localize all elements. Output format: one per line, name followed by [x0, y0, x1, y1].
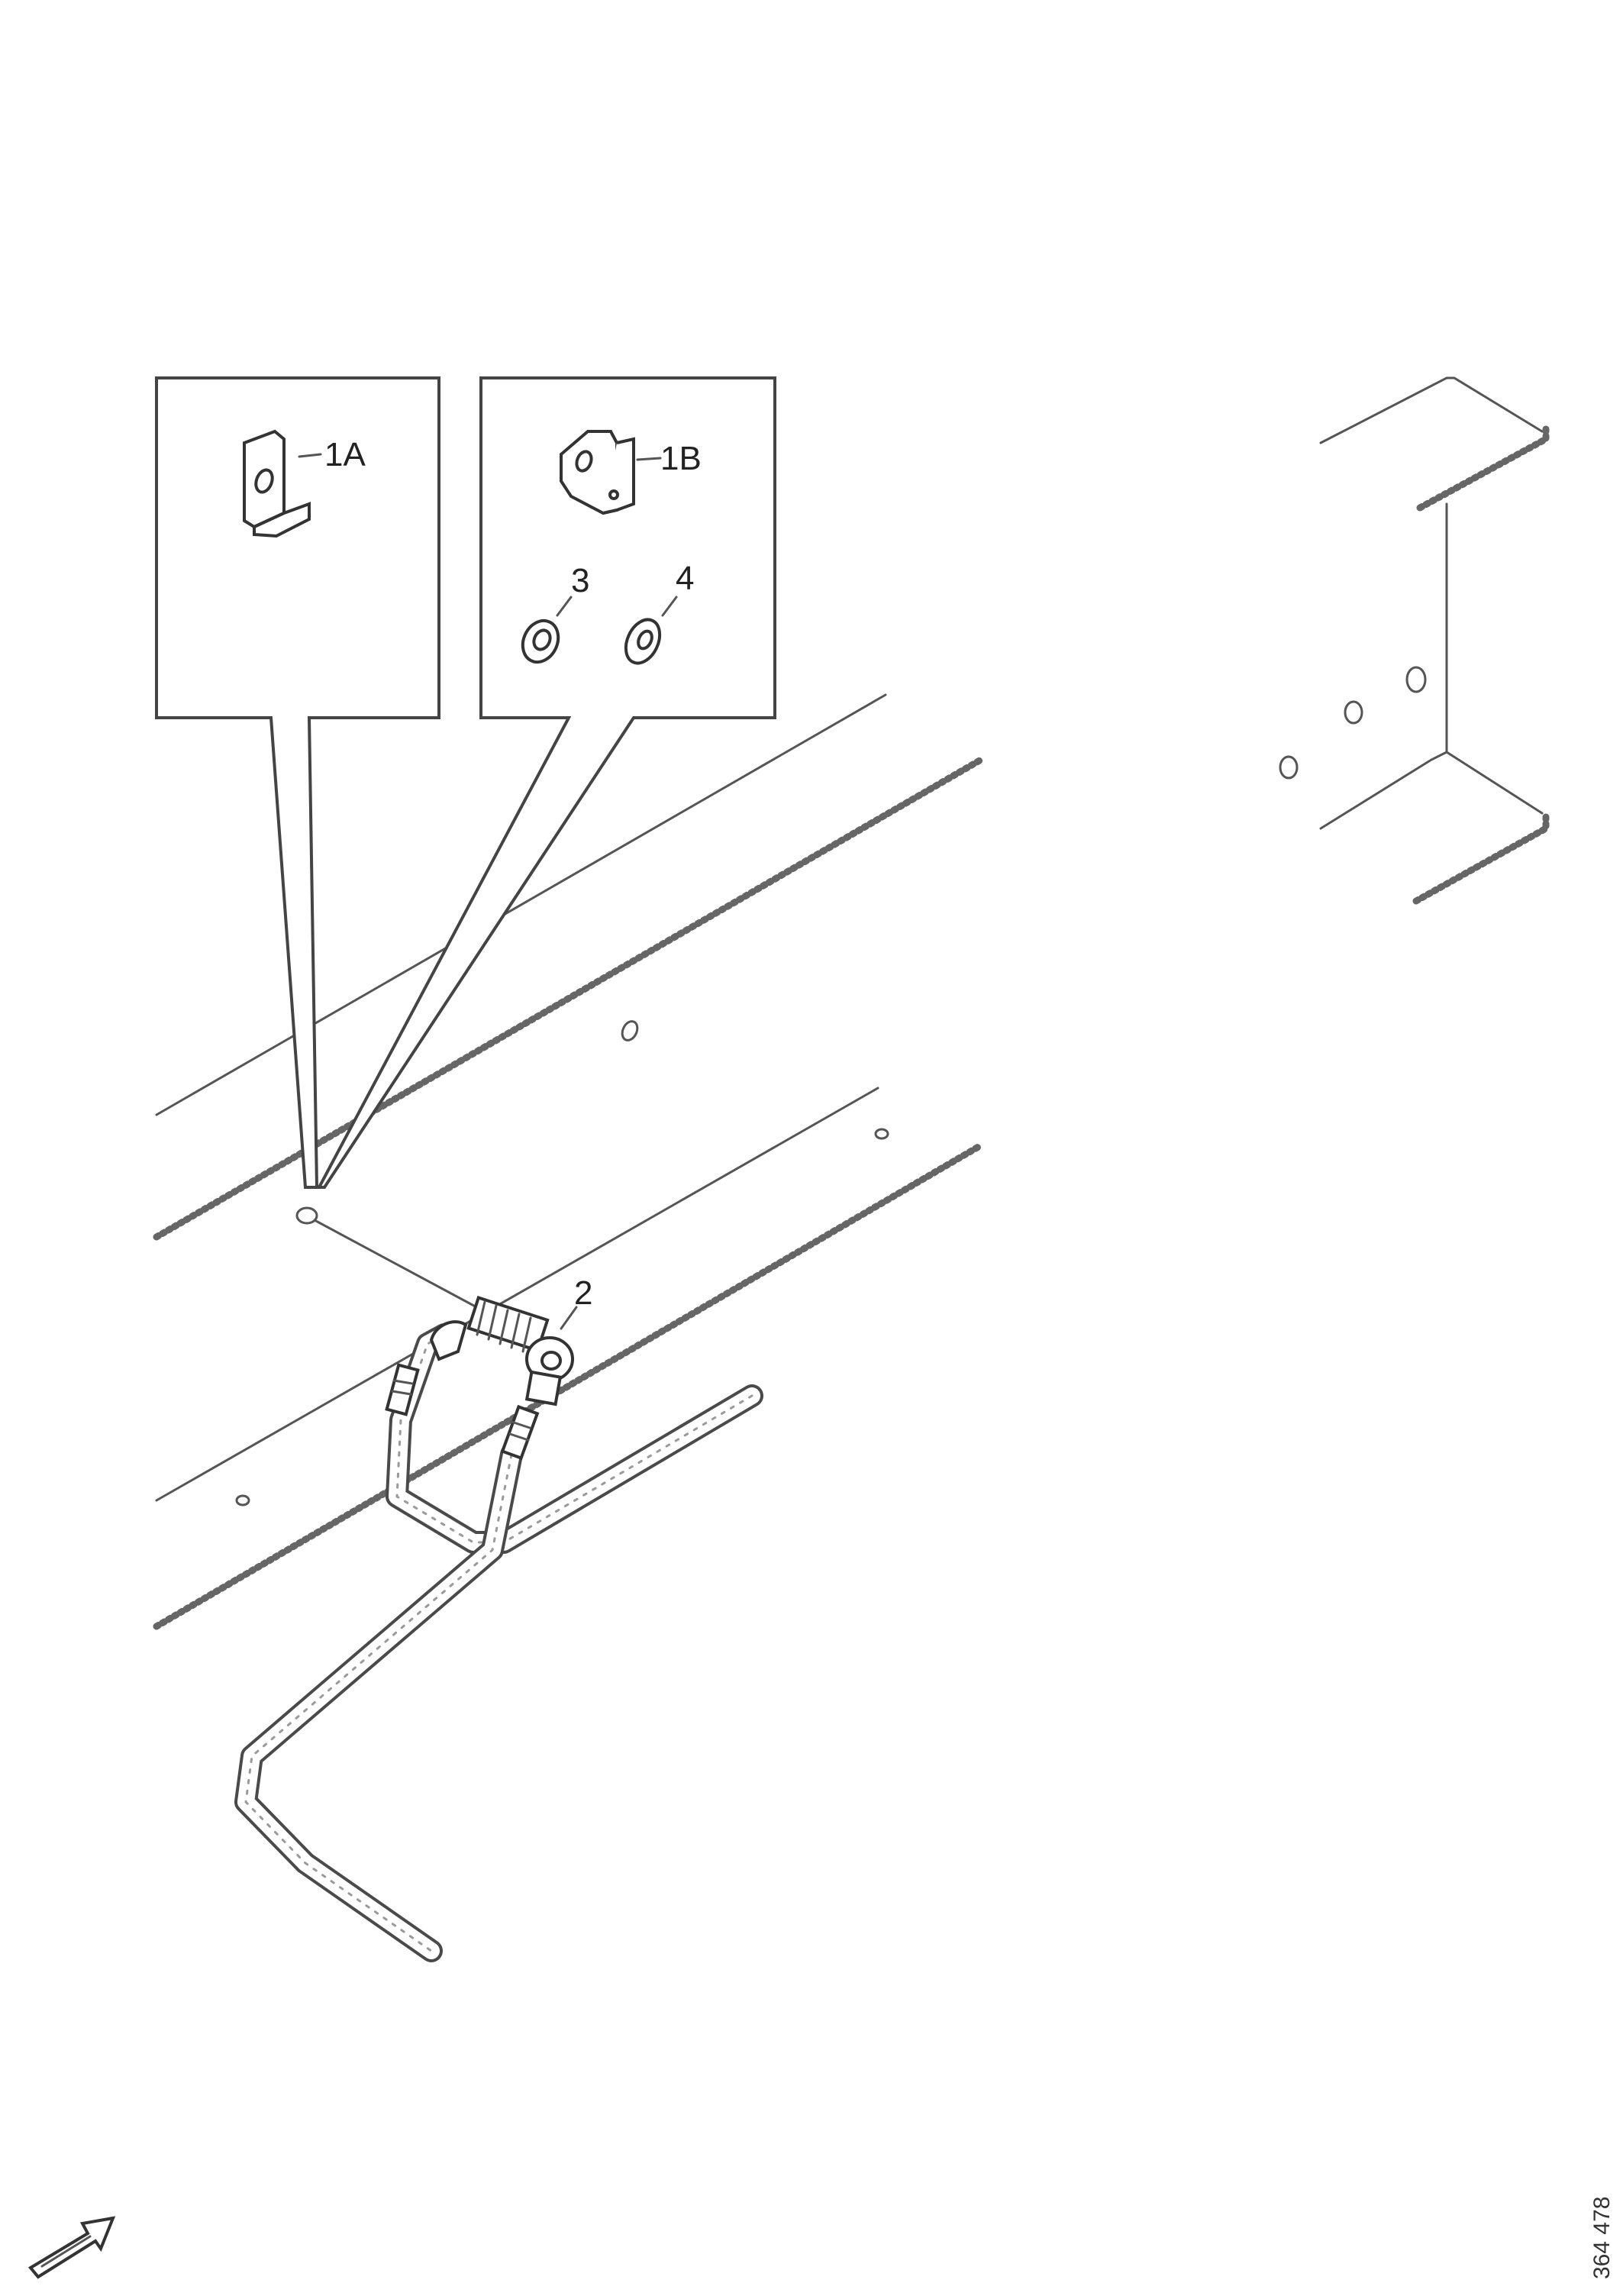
upper-rail-top-edge	[155, 693, 887, 1116]
mounting-hole	[295, 1206, 318, 1225]
detail-box-1b-frame	[316, 376, 776, 1189]
cross-member-top-flange	[1319, 376, 1544, 444]
rail-hole-lower-left	[235, 1494, 250, 1506]
hose-ferrule-left	[385, 1363, 420, 1416]
nut-3	[521, 596, 573, 664]
direction-arrow-icon	[27, 2216, 116, 2279]
callout-4: 4	[676, 560, 694, 597]
cross-member-hole-1	[1405, 666, 1427, 693]
cross-member-hole-2	[1344, 700, 1363, 725]
callout-2: 2	[574, 1274, 592, 1312]
callout-3: 3	[571, 562, 589, 599]
hose-ferrule-right	[500, 1404, 540, 1461]
cross-member	[1279, 376, 1550, 905]
washer-4	[624, 596, 678, 665]
hose-assembly: 2	[234, 1219, 763, 1962]
rail-hole-lower-right	[874, 1128, 889, 1140]
lower-rail-top-edge	[155, 1087, 879, 1502]
detail-box-1a: 1A	[155, 376, 440, 1189]
bracket-1a	[243, 429, 322, 538]
detail-box-1b: 1B 3 4	[316, 376, 776, 1189]
lower-rail-flange	[153, 1142, 985, 1630]
banjo-fitting-2	[429, 1295, 578, 1406]
cross-member-hole-3	[1279, 755, 1299, 780]
detail-box-1a-frame	[155, 376, 440, 1189]
bracket-1b	[560, 430, 662, 515]
callout-1b: 1B	[660, 440, 702, 477]
drawing-number: 364 478	[1589, 2197, 1615, 2279]
cross-member-bottom-flange	[1319, 751, 1544, 830]
callout-1a: 1A	[324, 436, 366, 473]
cross-member-top-lip	[1416, 424, 1550, 512]
upper-rail-flange	[153, 756, 985, 1241]
rail-hole-upper	[621, 1020, 639, 1041]
frame-rails	[153, 693, 985, 1630]
long-hose	[386, 1323, 763, 1554]
cross-member-bottom-lip	[1412, 813, 1550, 905]
assembly-line	[313, 1219, 482, 1311]
